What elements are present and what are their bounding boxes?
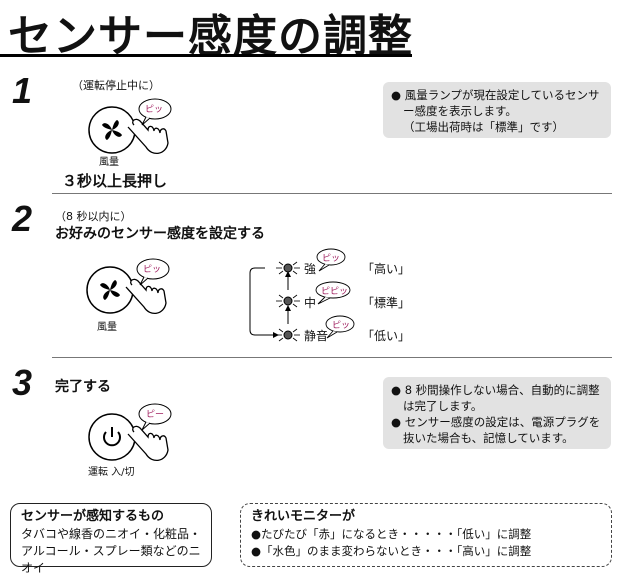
step-3-number: 3 [12, 362, 33, 403]
step-1-note: ● 風量ランプが現在設定しているセンサー感度を表示します。 （工場出荷時は「標準… [383, 82, 611, 138]
lamp-label-strong: 強 [304, 262, 317, 276]
beep-bubble-text: ピピッ [321, 287, 349, 297]
monitor-box-line: ●「水色」のまま変わらないとき・・・「高い」に調整 [251, 544, 532, 558]
lamp-label-medium: 中 [304, 296, 317, 310]
step-1-action: ３秒以上長押し [62, 172, 168, 190]
note-line: ● 8 秒間操作しない場合、自動的に調整は完了します。 [391, 383, 600, 413]
power-button-label: 運転 入/切 [88, 467, 135, 478]
sensitivity-high: 「高い」 [362, 262, 411, 276]
step-2-action: お好みのセンサー感度を設定する [55, 226, 265, 242]
fan-button-press-icon [88, 98, 172, 154]
beep-bubble-text: ピッ [145, 105, 164, 115]
sensitivity-standard: 「標準」 [362, 296, 411, 310]
sensor-box-line: タバコや線香のニオイ・化粧品・ [21, 527, 202, 541]
monitor-box-line: ●たびたび「赤」になるとき・・・・・「低い」に調整 [251, 527, 532, 541]
clean-monitor-box: きれいモニターが ●たびたび「赤」になるとき・・・・・「低い」に調整 ●「水色」… [240, 503, 612, 567]
power-button-press-icon [88, 403, 172, 461]
fan-button-label: 風量 [99, 157, 119, 168]
divider [52, 193, 612, 194]
monitor-box-title: きれいモニターが [251, 509, 356, 524]
beep-bubble-text: ピッ [322, 254, 341, 264]
sensor-box-line: アルコール・スプレー類などのニオイ [21, 544, 201, 575]
fan-button-press-icon [86, 258, 170, 314]
beep-bubble-text: ピッ [143, 265, 162, 275]
step-3-action: 完了する [55, 379, 111, 395]
lamp-cycle-diagram [249, 248, 355, 342]
lamp-label-quiet: 静音 [304, 329, 329, 343]
step-1-condition: （運転停止中に） [72, 79, 160, 92]
note-line: ● 風量ランプが現在設定しているセンサー感度を表示します。 [391, 88, 600, 118]
title-underline [0, 54, 412, 57]
divider [52, 357, 612, 358]
fan-button-label: 風量 [97, 322, 117, 333]
step-1-number: 1 [12, 70, 33, 111]
sensor-box-title: センサーが感知するもの [21, 509, 165, 524]
beep-bubble-text: ピッ [332, 321, 351, 331]
page-title: センサー感度の調整 [8, 11, 413, 62]
step-2-number: 2 [12, 198, 33, 239]
note-line: （工場出荷時は「標準」です） [403, 120, 564, 134]
note-line: ● センサー感度の設定は、電源プラグを抜いた場合も、記憶しています。 [391, 415, 601, 445]
step-3-note: ● 8 秒間操作しない場合、自動的に調整は完了します。 ● センサー感度の設定は… [383, 377, 611, 449]
beep-bubble-text: ピー [146, 410, 165, 420]
sensitivity-low: 「低い」 [362, 329, 411, 343]
sensor-detects-box: センサーが感知するもの タバコや線香のニオイ・化粧品・ アルコール・スプレー類な… [10, 503, 212, 575]
step-2-condition: （8 秒以内に） [55, 210, 132, 223]
